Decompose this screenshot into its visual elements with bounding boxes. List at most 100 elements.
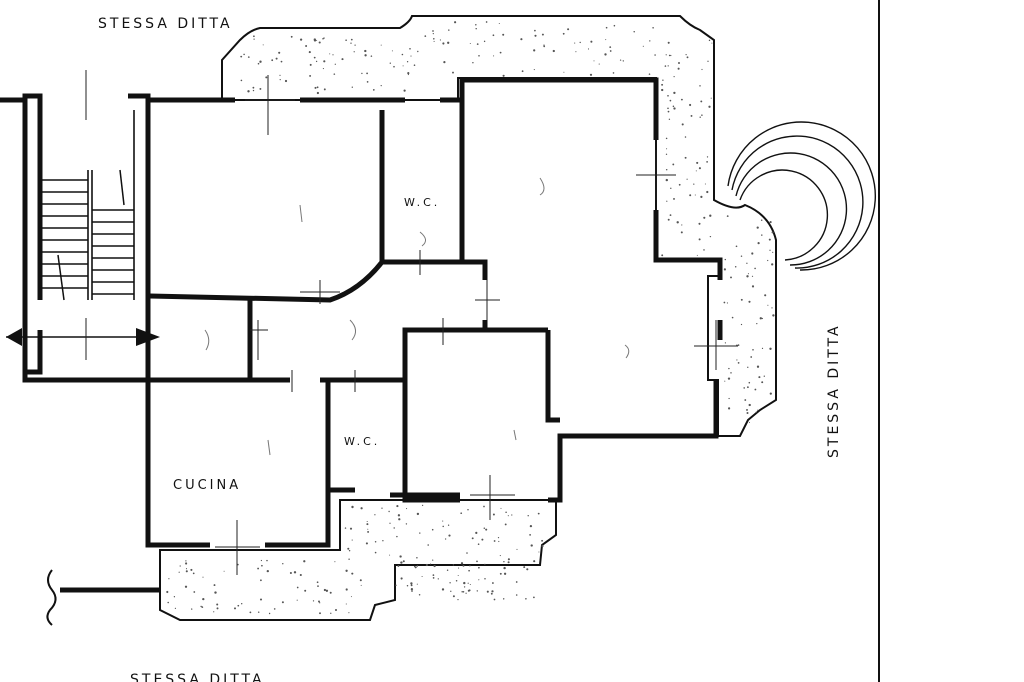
terrace-dot [525,598,527,600]
terrace-dot [475,24,477,26]
terrace-dot [769,392,772,395]
terrace-dot [543,45,546,48]
terrace-dot [700,100,703,103]
terrace-dot [763,375,765,377]
terrace-dot [430,563,432,565]
terrace-dot [345,588,348,591]
terrace-dot [478,55,480,57]
terrace-dot [743,387,745,389]
terrace-dot [439,39,441,41]
terrace-dot [389,62,391,64]
terrace-dot [347,547,350,550]
terrace-dot [493,540,496,542]
terrace-dot [478,566,480,569]
terrace-dot [334,561,336,563]
terrace-dot [673,107,676,110]
terrace-dot [421,575,423,578]
terrace-dot [476,560,478,563]
terrace-dot [502,598,505,600]
terrace-dot [759,317,762,320]
terrace-dot [499,572,502,575]
terrace-dot [290,35,293,38]
terrace-dot [432,574,435,576]
terrace-dot [772,314,775,317]
terrace-dot [703,249,705,251]
terrace-dot [587,48,590,50]
terrace-dot [669,99,672,102]
stair-arrow-icon [6,169,160,346]
terrace-dot [706,156,709,158]
terrace-dot [410,587,414,591]
terrace-dot [452,564,455,566]
terrace-dot [361,72,363,75]
opening-marks [85,70,738,575]
terrace-dot [541,539,544,542]
terrace-dot [323,88,326,91]
terrace-dot [673,91,676,95]
terrace-dot [403,89,406,92]
terrace-dot [708,39,711,42]
terrace-texture [166,21,775,615]
terrace-dot [247,90,250,93]
terrace-dot [213,611,215,613]
terrace-dot [664,65,667,67]
terrace-dot [503,572,507,575]
terrace-dot [543,44,545,46]
terrace-dot [666,148,668,150]
terrace-dot [497,537,500,539]
terrace-dot [747,386,749,389]
terrace-dot [334,608,338,612]
room-marks [204,177,630,456]
terrace-dot [673,197,675,200]
terrace-dot [399,555,402,558]
top-neighbor-label: STESSA DITTA [98,16,233,32]
terrace-dot [275,57,278,60]
terrace-dot [351,539,353,541]
terrace-dot [441,588,445,591]
terrace-dot [418,594,421,596]
terrace-dot [380,85,382,87]
terrace-dot [736,359,738,361]
terrace-dot [761,347,764,350]
terrace-dot [769,249,771,251]
terrace-dot [701,68,703,71]
terrace-dot [768,238,771,241]
terrace-dot [318,600,320,603]
terrace-dot [185,562,188,565]
terrace-dot [686,56,689,59]
terrace-dot [268,612,271,615]
terrace-dot [314,86,317,89]
terrace-dot [523,566,526,569]
terrace-dot [414,566,417,569]
terrace-dot [589,73,593,76]
terrace-dot [530,544,533,547]
terrace-dot [471,537,474,540]
terrace-dot [345,569,348,572]
terrace-dot [466,552,468,554]
terrace-dot [216,607,219,610]
terrace-dot [481,538,484,541]
terrace-dot [756,322,758,325]
terrace-dot [689,194,692,197]
terrace-dot [661,88,664,92]
terrace-dot [503,566,506,570]
terrace-dot [666,200,668,202]
terrace-dot [348,612,350,614]
terrace-dot [431,528,434,531]
terrace-dot [448,534,451,537]
terrace-dot [304,589,307,592]
terrace-dot [483,40,486,43]
terrace-dot [437,578,439,580]
terrace-dot [316,91,320,95]
terrace-dot [365,542,368,545]
terrace-dot [289,571,292,575]
terrace-dot [457,598,459,601]
terrace-lower [159,499,557,621]
terrace-dot [681,224,683,226]
terrace-dot [257,611,260,613]
terrace-dot [259,87,262,90]
terrace-dot [411,590,413,592]
terrace-dot [701,114,703,116]
terrace-dot [271,59,274,62]
terrace-dot [693,183,695,185]
